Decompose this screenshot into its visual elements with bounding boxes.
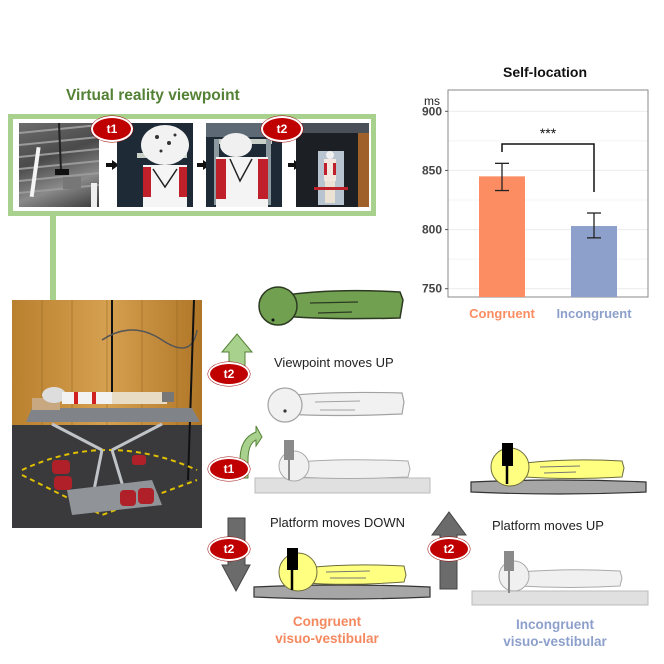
congruent-line1: Congruent xyxy=(292,614,362,629)
body-image xyxy=(206,123,282,207)
plot-frame xyxy=(447,89,649,298)
significance-line xyxy=(501,143,595,192)
vr-badge-t2: t2 xyxy=(261,116,303,142)
platform-moves-up-label: Platform moves UP xyxy=(492,518,604,533)
vr-connector-line xyxy=(50,215,56,305)
badge-t2-viewpoint: t2 xyxy=(208,362,250,386)
bar-congruent xyxy=(479,176,525,297)
badge-t2-platform-up: t2 xyxy=(428,537,470,561)
y-tick-label: 850 xyxy=(422,163,442,177)
chart-title: Self-location xyxy=(502,64,587,80)
congruent-condition-label: Congruent visuo-vestibular xyxy=(262,613,392,647)
congruent-line2: visuo-vestibular xyxy=(275,631,379,646)
full-body-image xyxy=(296,123,369,207)
significance-stars: *** xyxy=(540,125,557,141)
vr-thumbnail-ceiling xyxy=(19,123,99,207)
vr-badge-t1: t1 xyxy=(91,116,133,142)
error-bar-congruent xyxy=(495,162,509,192)
vr-viewpoint-frame: t1 t2 xyxy=(8,114,376,216)
incongruent-platform-figure xyxy=(471,551,649,606)
arrow-right-icon xyxy=(106,160,119,170)
x-tick-label-congruent: Congruent xyxy=(469,306,535,321)
incongruent-start-figure xyxy=(470,443,647,495)
y-tick-label: 900 xyxy=(422,104,442,118)
y-tick-label: 750 xyxy=(422,282,442,296)
x-axis-labels: Congruent Incongruent xyxy=(469,306,632,321)
y-axis-ticks: 750 800 850 900 xyxy=(422,104,448,296)
incongruent-line2: visuo-vestibular xyxy=(503,634,607,649)
motion-platform-photo xyxy=(12,300,202,528)
elevated-viewpoint-figure xyxy=(258,286,404,326)
incongruent-condition-label: Incongruent visuo-vestibular xyxy=(490,616,620,650)
headset-closeup-image xyxy=(117,123,193,207)
vr-thumbnail-headset-closeup xyxy=(117,123,193,207)
photo-illustration xyxy=(12,300,202,528)
x-tick-label-incongruent: Incongruent xyxy=(556,306,632,321)
vr-thumbnail-full-body xyxy=(296,123,369,207)
bars xyxy=(479,162,617,297)
y-axis-label: ms xyxy=(424,94,440,108)
incongruent-line1: Incongruent xyxy=(516,617,594,632)
congruent-platform-figure xyxy=(253,548,431,600)
badge-t2-platform-down: t2 xyxy=(208,537,250,561)
ceiling-image xyxy=(19,123,99,207)
significance-bracket: *** xyxy=(501,125,595,192)
baseline-figure-on-platform xyxy=(254,440,431,494)
intermediate-viewpoint-figure xyxy=(267,387,405,423)
error-bar-incongruent xyxy=(587,212,601,239)
viewpoint-moves-up-label: Viewpoint moves UP xyxy=(274,355,394,370)
vr-viewpoint-title: Virtual reality viewpoint xyxy=(66,87,240,104)
y-tick-label: 800 xyxy=(422,223,442,237)
badge-t1-rotation: t1 xyxy=(208,457,250,481)
platform-moves-down-label: Platform moves DOWN xyxy=(270,515,406,530)
